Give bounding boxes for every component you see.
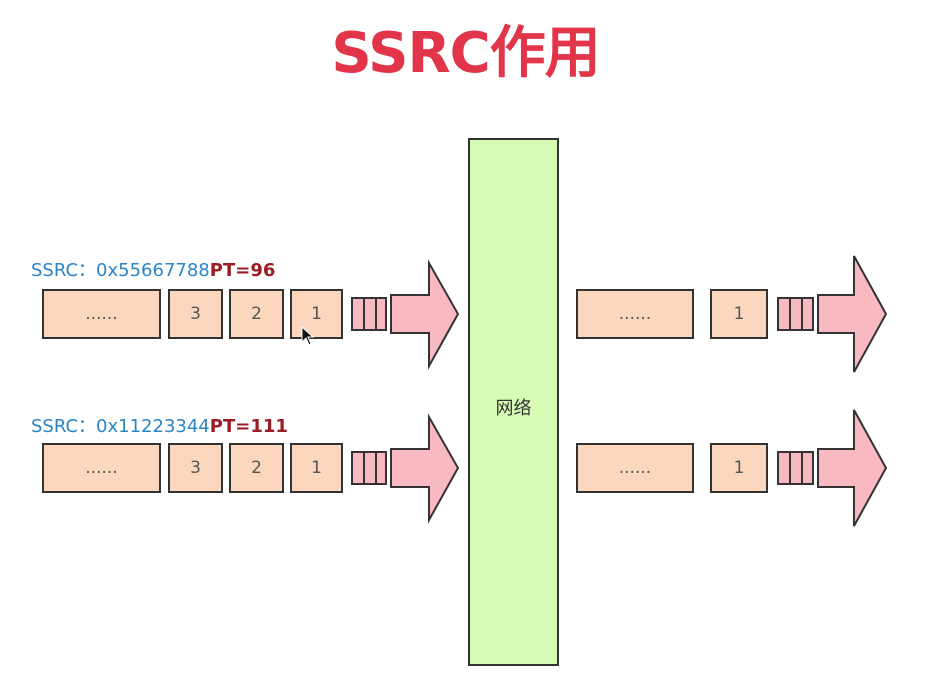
output-packet-1: 1 (710, 289, 768, 339)
pt-label: PT=111 (209, 416, 288, 437)
stream-2-output-arrow (777, 409, 888, 527)
stream-1-input-arrow (351, 259, 460, 370)
ssrc-label: SSRC： (31, 416, 97, 437)
pt-label: PT=96 (209, 260, 276, 281)
output-packet-1: 1 (710, 443, 768, 493)
network-block: 网络 (468, 138, 559, 666)
output-packet-ellipsis: ...... (576, 289, 694, 339)
packet-ellipsis: ...... (42, 443, 161, 493)
packet-ellipsis: ...... (42, 289, 161, 339)
ssrc-value: 0x55667788 (96, 260, 210, 281)
page-title: SSRC作用 (331, 21, 600, 86)
packet-2: 2 (229, 443, 284, 493)
stream-label-1: SSRC：0x55667788PT=96 (31, 260, 275, 282)
packet-3: 3 (168, 443, 223, 493)
ssrc-label: SSRC： (31, 260, 97, 281)
stream-label-2: SSRC：0x11223344PT=111 (31, 416, 288, 438)
ssrc-value: 0x11223344 (96, 416, 210, 437)
stream-1-output-arrow (777, 255, 888, 373)
stream-2-input-arrow (351, 413, 460, 524)
packet-3: 3 (168, 289, 223, 339)
mouse-cursor-icon (301, 326, 315, 346)
output-packet-ellipsis: ...... (576, 443, 694, 493)
packet-2: 2 (229, 289, 284, 339)
packet-1: 1 (290, 443, 343, 493)
packet-1: 1 (290, 289, 343, 339)
network-label: 网络 (495, 398, 532, 419)
